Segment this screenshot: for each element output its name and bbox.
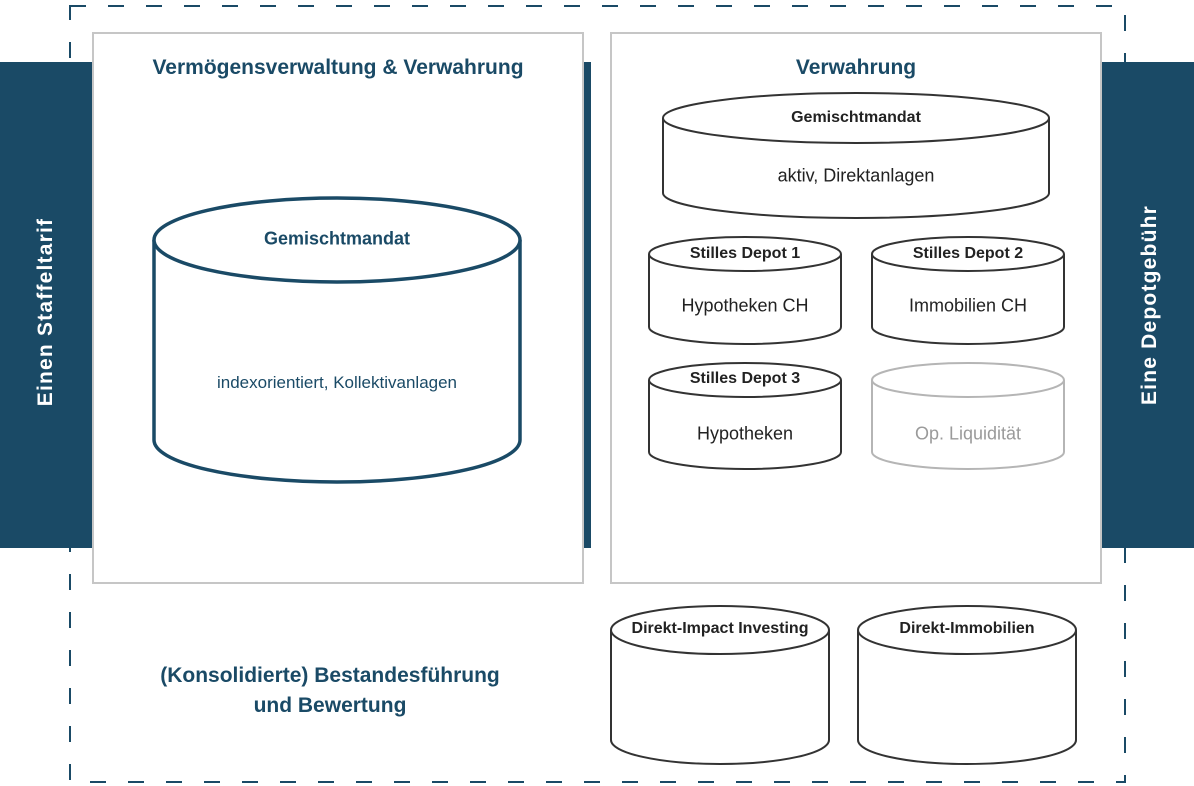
- direkt-immobilien-cylinder: [857, 605, 1077, 765]
- consolidation-text-line2: und Bewertung: [253, 694, 407, 717]
- left-side-label: Einen Staffeltarif: [34, 217, 57, 407]
- left-side-bar: [0, 62, 92, 548]
- right-main-cylinder: [662, 92, 1050, 219]
- left-panel-title: Vermögensverwaltung & Verwahrung: [152, 56, 524, 79]
- depot-2-cylinder: [871, 236, 1065, 345]
- direkt-immobilien-label: Direkt-Immobilien: [899, 620, 1035, 637]
- depot-2-content: Immobilien CH: [908, 295, 1028, 316]
- right-main-cylinder-label: Gemischtmandat: [791, 109, 921, 126]
- left-cylinder-content: indexorientiert, Kollektivanlagen: [216, 373, 458, 392]
- depot-1-label: Stilles Depot 1: [689, 245, 801, 262]
- depot-3-label: Stilles Depot 3: [689, 370, 801, 387]
- impact-investing-label: Direkt-Impact Investing: [631, 620, 809, 637]
- depot-1-content: Hypotheken CH: [681, 295, 809, 316]
- center-divider: [584, 62, 591, 548]
- depot-1-cylinder: [648, 236, 842, 345]
- consolidation-text-line1: (Konsolidierte) Bestandesführung: [160, 664, 500, 687]
- liquidity-content: Op. Liquidität: [914, 423, 1022, 444]
- right-main-cylinder-content: aktiv, Direktanlagen: [777, 165, 935, 186]
- left-cylinder-label: Gemischtmandat: [263, 228, 411, 249]
- depot-3-cylinder: [648, 362, 842, 470]
- right-side-bar: [1102, 62, 1194, 548]
- liquidity-cylinder: [871, 362, 1065, 470]
- left-cylinder: [152, 196, 522, 484]
- right-side-label: Eine Depotgebühr: [1138, 204, 1161, 406]
- impact-investing-cylinder: [610, 605, 830, 765]
- consolidation-text: (Konsolidierte) Bestandesführung und Bew…: [160, 661, 500, 721]
- depot-3-content: Hypotheken: [696, 423, 794, 444]
- right-panel-title: Verwahrung: [795, 56, 917, 79]
- depot-2-label: Stilles Depot 2: [912, 245, 1024, 262]
